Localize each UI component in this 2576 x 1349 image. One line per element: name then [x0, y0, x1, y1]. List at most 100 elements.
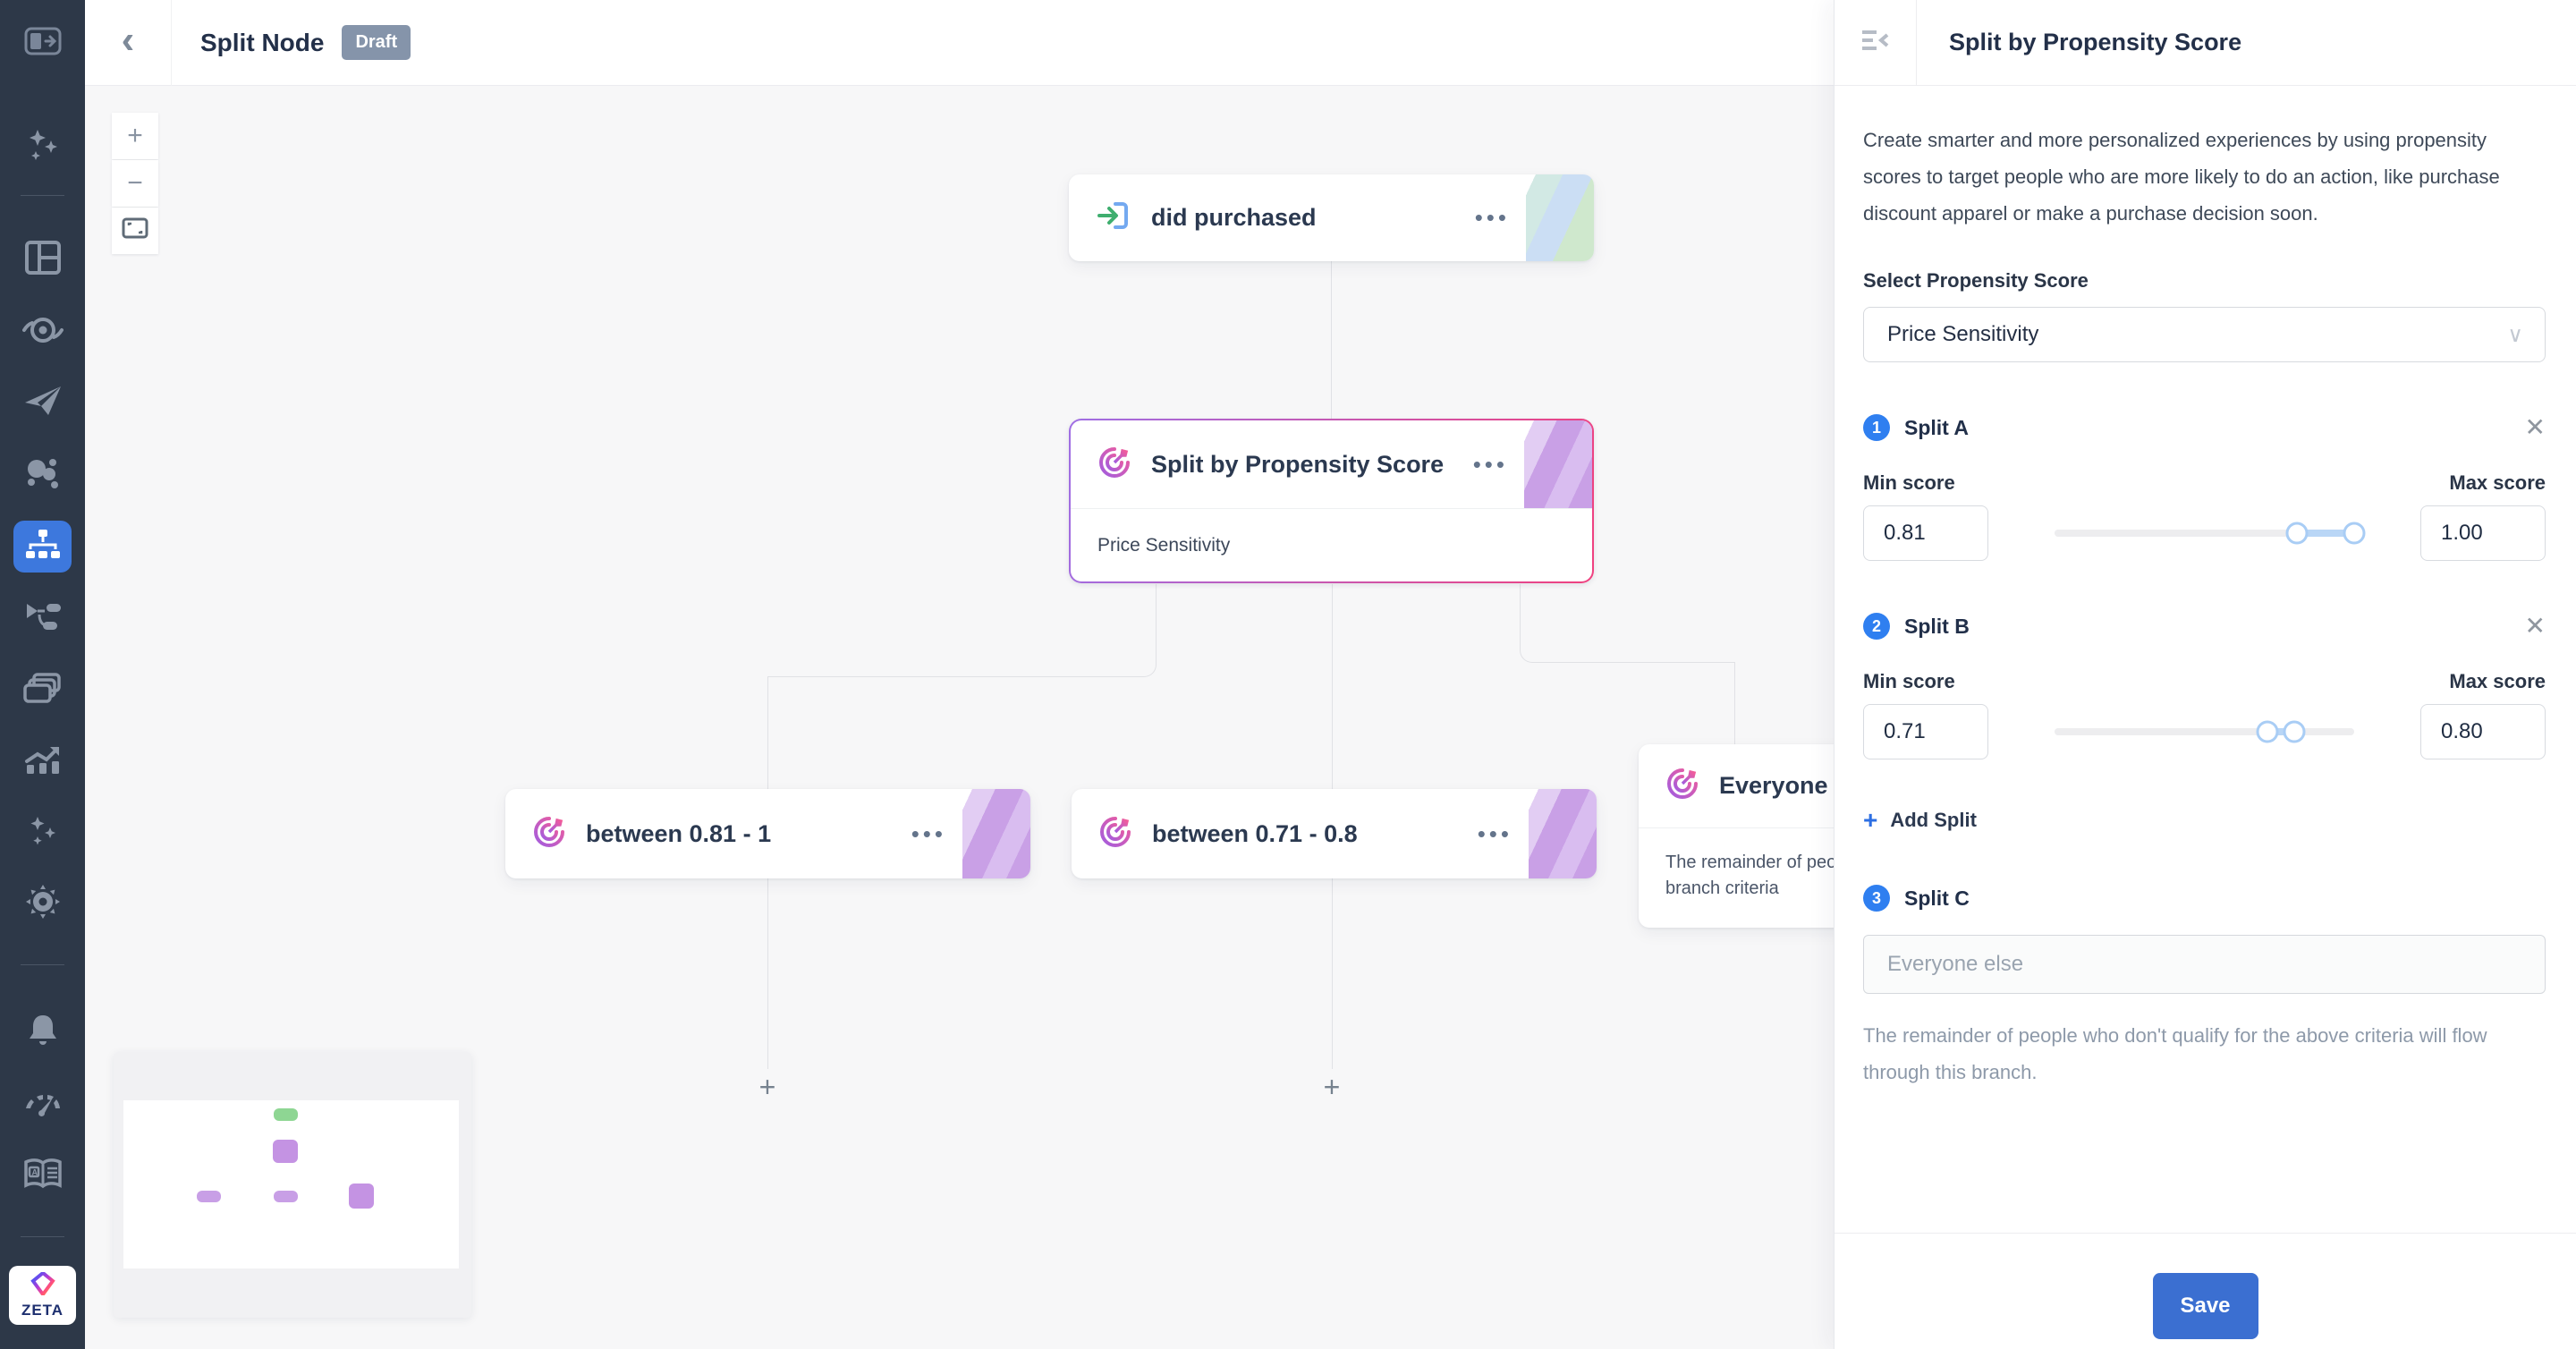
- connector-split-right-elbow: [1520, 584, 1734, 663]
- slider-track: [2055, 530, 2354, 537]
- zoom-in-button[interactable]: +: [112, 113, 158, 159]
- sidebar-item-target[interactable]: [0, 309, 85, 352]
- minimap-viewport: [123, 1100, 459, 1268]
- propensity-score-select[interactable]: Price Sensitivity ∨: [1863, 307, 2546, 362]
- node-menu-icon[interactable]: •••: [911, 819, 946, 847]
- max-score-label: Max score: [2449, 670, 2546, 692]
- analytics-icon: [23, 742, 63, 777]
- max-score-input[interactable]: [2420, 704, 2546, 759]
- app-sidebar: A ZETA: [0, 0, 85, 1349]
- node-menu-icon[interactable]: •••: [1472, 450, 1508, 478]
- journey-canvas[interactable]: + + + − did purchased •••: [85, 86, 1834, 1349]
- sidebar-item-analytics[interactable]: [0, 738, 85, 781]
- node-menu-icon[interactable]: •••: [1474, 204, 1510, 231]
- zoom-out-icon: −: [127, 168, 143, 198]
- sidebar-item-dashboard[interactable]: [0, 236, 85, 279]
- entry-icon: [1096, 199, 1131, 237]
- node-branch-a[interactable]: between 0.81 - 1 •••: [505, 789, 1030, 878]
- zeta-logo[interactable]: ZETA: [9, 1266, 76, 1325]
- slider-min-handle[interactable]: [2256, 720, 2279, 743]
- sidebar-toggle-button[interactable]: [0, 20, 85, 63]
- split-c-section: 3 Split C The remainder of people who do…: [1863, 885, 2546, 1090]
- everyone-else-input[interactable]: [1863, 935, 2546, 994]
- split-a-section: 1 Split A ✕ Min score Max score: [1863, 414, 2546, 561]
- node-title: did purchased: [1151, 204, 1317, 231]
- connector-branch-a-down: [767, 878, 768, 1069]
- zoom-in-icon: +: [127, 121, 143, 150]
- node-decoration: [962, 789, 1030, 878]
- status-badge: Draft: [342, 25, 411, 60]
- node-decoration: [1524, 420, 1592, 508]
- score-range-slider[interactable]: [2055, 522, 2366, 545]
- sparkles-icon: [24, 126, 62, 164]
- propensity-target-icon: [1098, 815, 1132, 853]
- chevron-down-icon: ∨: [2507, 322, 2523, 347]
- back-button[interactable]: ‹: [85, 0, 172, 86]
- fit-view-button[interactable]: [112, 208, 158, 254]
- split-c-helper-text: The remainder of people who don't qualif…: [1863, 1024, 2487, 1083]
- sidebar-item-ai[interactable]: [0, 123, 85, 166]
- node-title: between 0.81 - 1: [586, 819, 772, 847]
- add-split-label: Add Split: [1890, 809, 1977, 831]
- fit-view-icon: [122, 216, 148, 246]
- minimap-node: [274, 1191, 298, 1202]
- svg-text:A: A: [31, 1168, 38, 1177]
- sidebar-item-send[interactable]: [0, 379, 85, 422]
- zoom-out-button[interactable]: −: [112, 160, 158, 207]
- plus-icon: +: [758, 1070, 776, 1103]
- min-score-input[interactable]: [1863, 505, 1988, 561]
- node-branch-everyone-else[interactable]: Everyone e The remainder of peo branch c…: [1639, 744, 1834, 928]
- node-title: Split by Propensity Score: [1151, 450, 1445, 478]
- sidebar-item-cards[interactable]: [0, 667, 85, 710]
- slider-max-handle[interactable]: [2283, 720, 2306, 743]
- add-split-button[interactable]: + Add Split: [1863, 808, 2546, 833]
- slider-min-handle[interactable]: [2285, 522, 2309, 545]
- node-menu-icon[interactable]: •••: [1477, 819, 1513, 847]
- node-branch-b[interactable]: between 0.71 - 0.8 •••: [1072, 789, 1597, 878]
- add-node-button[interactable]: +: [1316, 1071, 1348, 1103]
- sidebar-item-gauge[interactable]: [0, 1082, 85, 1124]
- audience-icon: [22, 454, 64, 492]
- min-score-input[interactable]: [1863, 704, 1988, 759]
- flow-icon: [23, 600, 63, 632]
- sidebar-item-ai-small[interactable]: [0, 810, 85, 853]
- add-node-button[interactable]: +: [751, 1071, 784, 1103]
- sidebar-item-settings[interactable]: [0, 880, 85, 923]
- dashboard-icon: [24, 240, 62, 276]
- panel-header: Split by Propensity Score: [1835, 0, 2576, 86]
- save-button[interactable]: Save: [2152, 1273, 2258, 1339]
- journey-icon: [25, 528, 61, 566]
- panel-title: Split by Propensity Score: [1949, 29, 2242, 55]
- back-chevron-icon: ‹: [121, 17, 135, 62]
- min-score-label: Min score: [1863, 471, 1955, 494]
- node-title: between 0.71 - 0.8: [1152, 819, 1358, 847]
- connector-split-center: [1332, 584, 1333, 789]
- minimap-node: [274, 1108, 298, 1121]
- max-score-input[interactable]: [2420, 505, 2546, 561]
- node-split-selected[interactable]: Split by Propensity Score ••• Price Sens…: [1069, 419, 1594, 583]
- score-range-slider[interactable]: [2055, 720, 2354, 743]
- max-score-label: Max score: [2449, 471, 2546, 494]
- minimap-node: [273, 1140, 298, 1163]
- slider-max-handle[interactable]: [2343, 522, 2366, 545]
- book-icon: A: [22, 1158, 64, 1192]
- zeta-diamond-icon: [30, 1269, 56, 1300]
- split-label: Split B: [1904, 614, 1970, 638]
- sidebar-item-notifications[interactable]: [0, 1009, 85, 1052]
- slider-track: [2055, 728, 2354, 735]
- remove-split-button[interactable]: ✕: [2524, 612, 2546, 640]
- sidebar-item-audience[interactable]: [0, 452, 85, 495]
- connector-split-right-drop: [1734, 662, 1735, 744]
- node-entry[interactable]: did purchased •••: [1069, 174, 1594, 261]
- gear-icon: [24, 883, 62, 921]
- connector-split-left-elbow: [767, 584, 1157, 677]
- target-icon: [21, 312, 64, 348]
- sidebar-item-docs[interactable]: A: [0, 1153, 85, 1196]
- node-decoration: [1526, 174, 1594, 261]
- minimap-node: [349, 1184, 374, 1209]
- remove-split-button[interactable]: ✕: [2524, 413, 2546, 441]
- sidebar-item-journeys-active[interactable]: [13, 521, 72, 573]
- collapse-panel-button[interactable]: [1835, 0, 1917, 86]
- sidebar-item-flow[interactable]: [0, 595, 85, 638]
- canvas-minimap[interactable]: [114, 1052, 471, 1318]
